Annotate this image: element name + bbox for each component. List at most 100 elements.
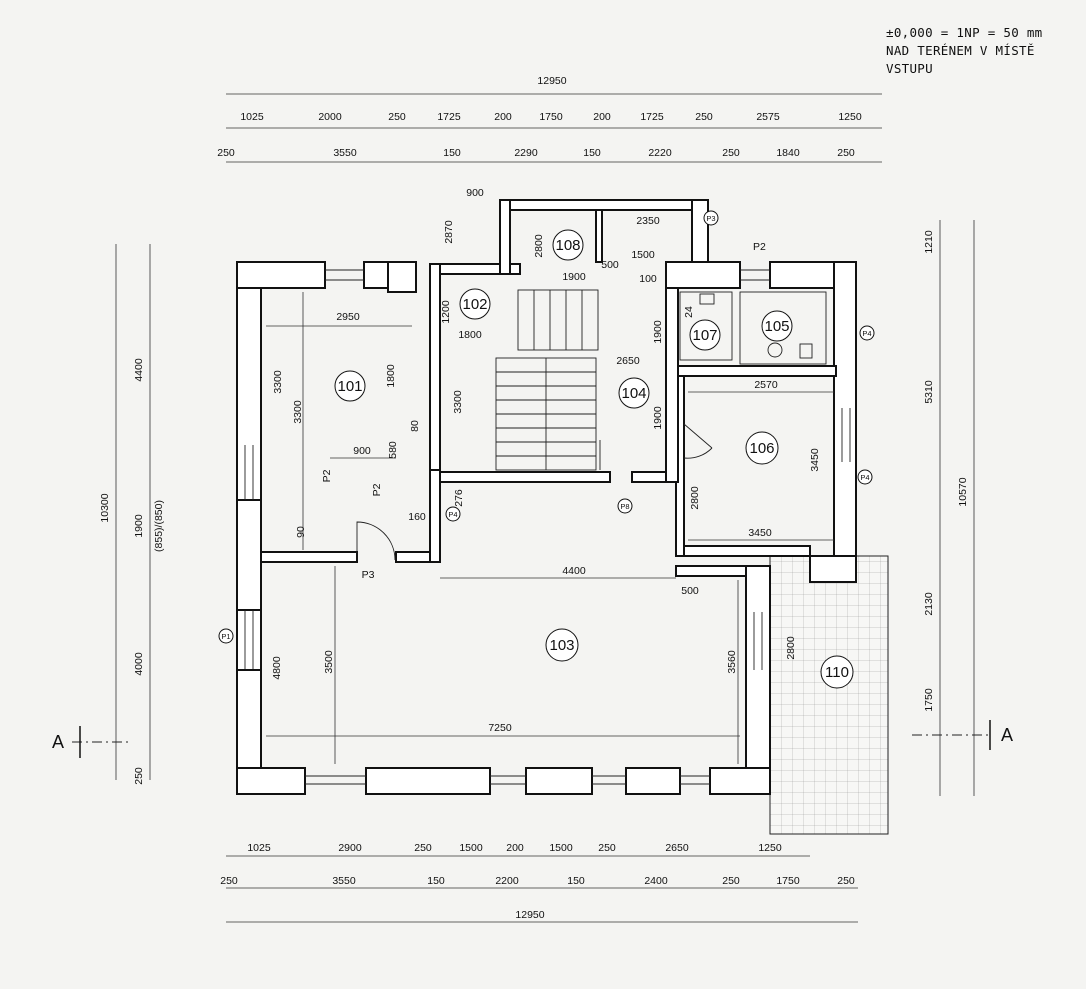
inner-dim: 3450 bbox=[748, 527, 772, 539]
room-label: 110 bbox=[825, 664, 849, 681]
bottom-row2-dim: 250 bbox=[722, 875, 740, 887]
left-segment-dim: 4400 bbox=[133, 358, 145, 382]
bottom-row1-dim: 2900 bbox=[338, 842, 362, 854]
inner-dim: 900 bbox=[353, 445, 371, 457]
inner-dim: 900 bbox=[466, 187, 484, 199]
inner-dim: 3300 bbox=[292, 400, 304, 424]
inner-dim: 3300 bbox=[272, 370, 284, 394]
inner-dim: 276 bbox=[453, 489, 465, 507]
element-tags: P1 P2 P2 P2 P3 P3 P4 P4 P4 P8 bbox=[218, 210, 875, 644]
right-segment-dim: 1750 bbox=[923, 688, 935, 712]
top-row1-dim: 200 bbox=[494, 111, 512, 123]
inner-dim: 2570 bbox=[754, 379, 778, 391]
top-row1-dim: 250 bbox=[695, 111, 713, 123]
tag-label: P8 bbox=[620, 502, 629, 511]
top-row2-dim: 250 bbox=[722, 147, 740, 159]
top-row2-dim: 150 bbox=[443, 147, 461, 159]
inner-dim: 580 bbox=[387, 441, 399, 459]
right-overall-dim: 10570 bbox=[957, 477, 969, 506]
left-segment-dim: 1900 bbox=[133, 514, 145, 538]
walls bbox=[236, 199, 857, 795]
bottom-row1-dim: 250 bbox=[598, 842, 616, 854]
left-segment-dim: 250 bbox=[133, 767, 145, 785]
inner-dim: 1800 bbox=[458, 329, 482, 341]
bottom-row1-dim: 1500 bbox=[549, 842, 573, 854]
room-label: 105 bbox=[764, 318, 789, 335]
section-marker-left: A bbox=[52, 726, 128, 758]
left-sill-dim: (855)/(850) bbox=[153, 500, 165, 552]
room-label: 108 bbox=[555, 237, 580, 254]
elevation-note: ±0,000 = 1NP = 50 mm NAD TERÉNEM V MÍSTĚ… bbox=[886, 24, 1043, 78]
top-row2-dim: 3550 bbox=[333, 147, 357, 159]
left-overall-dim: 10300 bbox=[99, 493, 111, 522]
bottom-row2-dim: 150 bbox=[427, 875, 445, 887]
inner-dim: 4400 bbox=[562, 565, 586, 577]
inner-dim: 2650 bbox=[616, 355, 640, 367]
top-row2-dim: 250 bbox=[837, 147, 855, 159]
top-row2-dim: 2220 bbox=[648, 147, 672, 159]
inner-dim: 1500 bbox=[631, 249, 655, 261]
bottom-row1-dim: 200 bbox=[506, 842, 524, 854]
bottom-row1-dim: 250 bbox=[414, 842, 432, 854]
inner-dim: 3500 bbox=[323, 650, 335, 674]
tag-label: P2 bbox=[753, 241, 766, 253]
inner-dim: 160 bbox=[408, 511, 426, 523]
bottom-row2-dim: 3550 bbox=[332, 875, 356, 887]
top-overall-dim: 12950 bbox=[537, 75, 566, 87]
inner-dim: 2950 bbox=[336, 311, 360, 323]
top-row1-dim: 1025 bbox=[240, 111, 264, 123]
inner-dim: 90 bbox=[295, 526, 307, 538]
top-row2-dim: 150 bbox=[583, 147, 601, 159]
room-label: 103 bbox=[549, 637, 574, 654]
top-row1-dim: 2000 bbox=[318, 111, 342, 123]
bottom-row2-dim: 2200 bbox=[495, 875, 519, 887]
tag-label: P4 bbox=[860, 473, 869, 482]
tag-label: P4 bbox=[448, 510, 457, 519]
bottom-row1-dim: 2650 bbox=[665, 842, 689, 854]
bottom-row2-dim: 2400 bbox=[644, 875, 668, 887]
top-row2-dim: 1840 bbox=[776, 147, 800, 159]
room-label: 102 bbox=[462, 296, 487, 313]
terrace-110-tiles bbox=[769, 555, 889, 835]
inner-dim: 500 bbox=[601, 259, 619, 271]
room-label: 101 bbox=[337, 378, 362, 395]
top-row1-dim: 250 bbox=[388, 111, 406, 123]
bottom-dimension-chains: 1025 2900 250 1500 200 1500 250 2650 125… bbox=[220, 842, 858, 923]
staircase bbox=[495, 289, 599, 471]
inner-dim: 7250 bbox=[488, 722, 512, 734]
room-label: 104 bbox=[621, 385, 646, 402]
inner-dim: 4800 bbox=[271, 656, 283, 680]
inner-dim: 2350 bbox=[636, 215, 660, 227]
inner-dim: 1900 bbox=[652, 320, 664, 344]
elevation-note-line-3: VSTUPU bbox=[886, 61, 933, 76]
inner-dim: 2800 bbox=[785, 636, 797, 660]
tag-label: P2 bbox=[371, 483, 383, 496]
left-segment-dim: 4000 bbox=[133, 652, 145, 676]
tag-label: P3 bbox=[706, 214, 715, 223]
section-label-left: A bbox=[52, 732, 64, 752]
top-dimension-chains: 12950 1025 2000 250 1725 200 1750 200 17… bbox=[217, 75, 882, 163]
bottom-row1-dim: 1500 bbox=[459, 842, 483, 854]
inner-dim: 500 bbox=[681, 585, 699, 597]
tag-label: P1 bbox=[221, 632, 230, 641]
section-marker-right: A bbox=[912, 720, 1013, 750]
elevation-note-line-2: NAD TERÉNEM V MÍSTĚ bbox=[886, 43, 1035, 58]
top-row1-dim: 200 bbox=[593, 111, 611, 123]
top-row1-dim: 1725 bbox=[640, 111, 664, 123]
top-row2-dim: 2290 bbox=[514, 147, 538, 159]
right-segment-dim: 1210 bbox=[923, 230, 935, 254]
top-row1-dim: 2575 bbox=[756, 111, 780, 123]
top-row1-dim: 1750 bbox=[539, 111, 563, 123]
bottom-row2-dim: 250 bbox=[837, 875, 855, 887]
inner-dim: 2800 bbox=[533, 234, 545, 258]
tag-label: P4 bbox=[862, 329, 871, 338]
inner-dimensions: 2950 3300 3300 1800 900 160 580 80 90 18… bbox=[266, 187, 834, 764]
inner-dim: 3300 bbox=[452, 390, 464, 414]
section-label-right: A bbox=[1001, 725, 1013, 745]
top-row2-dim: 250 bbox=[217, 147, 235, 159]
top-row1-dim: 1725 bbox=[437, 111, 461, 123]
inner-dim: 100 bbox=[639, 273, 657, 285]
inner-dim: 1200 bbox=[440, 300, 452, 324]
tag-label: P2 bbox=[321, 469, 333, 482]
inner-dim: 2870 bbox=[443, 220, 455, 244]
